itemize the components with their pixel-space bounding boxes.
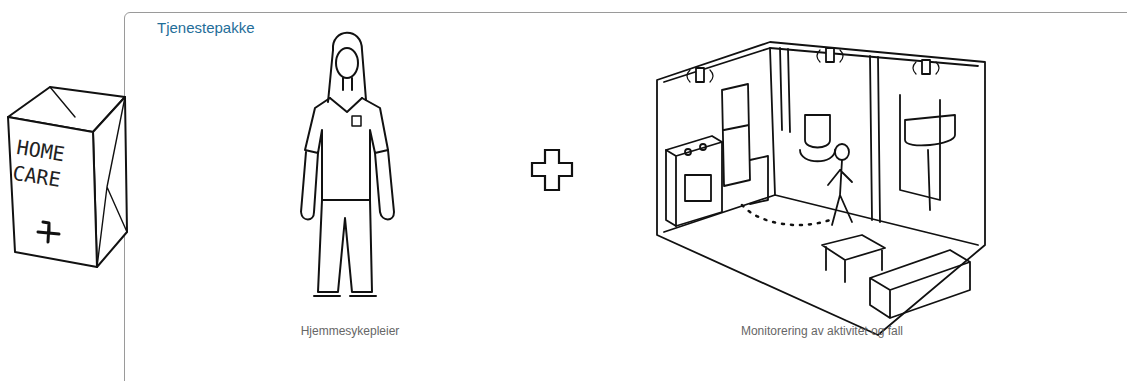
- caption: Monitorering av aktivitet og fall: [741, 324, 903, 339]
- service-package-panel: Tjenestepakke: [124, 12, 1127, 381]
- caption: Hjemmesykepleier: [301, 324, 400, 339]
- nurse-figure: [301, 33, 394, 296]
- box-text: HOME CARE: [11, 134, 82, 195]
- home-care-box: HOME CARE: [5, 82, 130, 274]
- room-illustration: [657, 42, 985, 335]
- panel-title: Tjenestepakke: [157, 19, 255, 37]
- caption-wrap: Hjemmesykepleier: [170, 321, 530, 339]
- caption-wrap: Monitorering av aktivitet og fall: [642, 321, 1002, 339]
- plus-symbol: [532, 150, 572, 190]
